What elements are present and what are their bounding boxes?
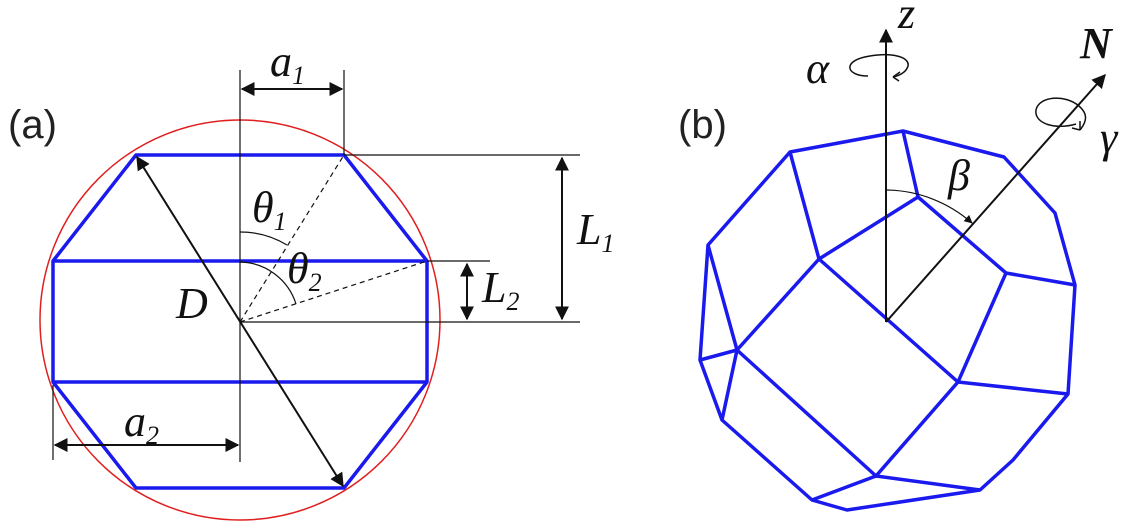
- gamma-label: γ: [1100, 113, 1119, 162]
- dimension-arrows: [53, 82, 569, 488]
- theta2-label: θ2: [287, 244, 322, 297]
- panel-a-label: (a): [8, 103, 57, 147]
- n-axis: [885, 73, 1106, 323]
- a2-label: a2: [124, 397, 159, 450]
- z-label: z: [897, 0, 915, 38]
- axes: [879, 28, 1106, 323]
- theta1-label: θ1: [252, 183, 287, 236]
- panel-a: (a): [8, 37, 614, 521]
- beta-arc: [885, 189, 973, 224]
- alpha-rotation-icon: [849, 54, 909, 82]
- n-label: N: [1079, 19, 1114, 68]
- a1-label: a1: [270, 37, 305, 90]
- D-arrow: [136, 155, 344, 488]
- alpha-label: α: [806, 44, 830, 93]
- gamma-rotation-icon: [1035, 97, 1087, 131]
- panel-b: (b): [678, 0, 1119, 512]
- D-label: D: [175, 279, 208, 328]
- angle-rays: [239, 154, 428, 323]
- beta-label: β: [947, 151, 970, 200]
- panel-b-label: (b): [678, 103, 727, 147]
- L1-label: L1: [576, 205, 614, 258]
- L2-label: L2: [481, 263, 519, 316]
